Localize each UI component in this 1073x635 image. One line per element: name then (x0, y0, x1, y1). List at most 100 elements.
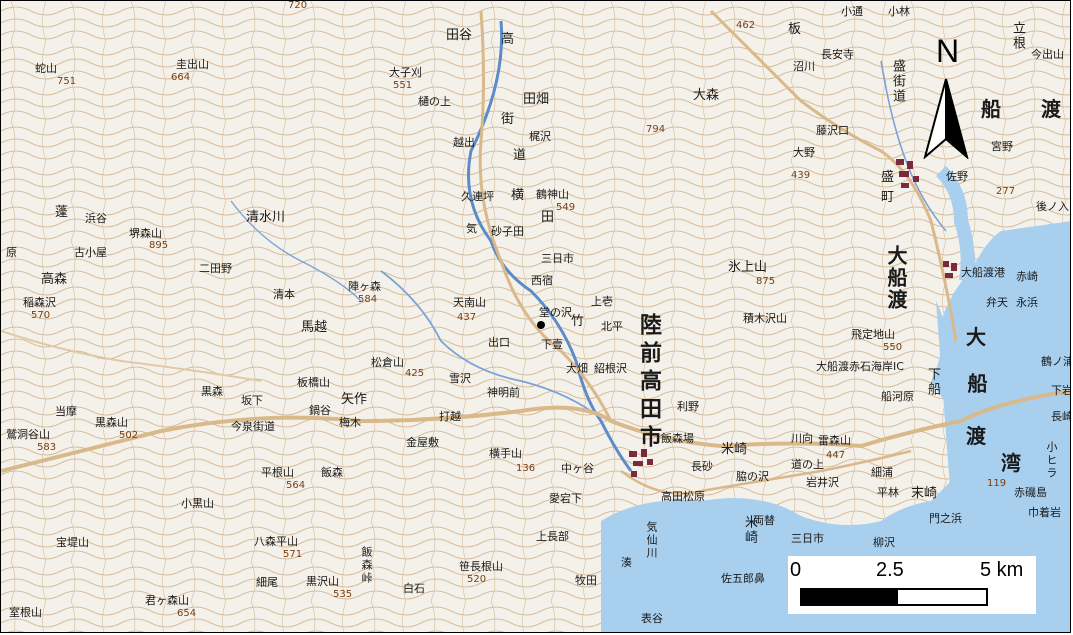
map-label: 今泉街道 (231, 420, 275, 433)
north-letter: N (936, 33, 960, 69)
map-label: 425 (405, 368, 425, 379)
map-label: 両替 (753, 514, 775, 527)
map-label: 550 (883, 342, 903, 353)
map-label: 樋の上 (418, 95, 451, 108)
map-label: 571 (283, 549, 303, 560)
map-label: 金屋敷 (406, 436, 439, 449)
map-label: 堂の沢 (539, 306, 572, 319)
map-label: 沼川 (793, 60, 815, 73)
map-label: 立根 (1010, 21, 1025, 51)
map-label: 気 (466, 222, 477, 235)
map-label: 板 (788, 22, 802, 37)
map-label: 下壹 (541, 338, 563, 351)
map-label: 664 (171, 72, 191, 83)
map-label: 道 (513, 148, 527, 163)
map-label: 鷲洞谷山 (6, 428, 50, 441)
urban-area-rikuzentakata (629, 449, 653, 477)
map-label: 飛定地山 (851, 328, 895, 341)
map-label: 895 (149, 240, 169, 251)
route-road-north-south (478, 10, 613, 422)
map-label: 下岩 (1051, 384, 1071, 397)
map-label: 馬越 (301, 320, 328, 335)
map-label: 439 (791, 170, 811, 181)
map-label: 平林 (877, 486, 899, 499)
urban-area-sakari (896, 159, 919, 188)
map-label: 462 (736, 20, 756, 31)
map-label: 陣ヶ森 (348, 280, 381, 293)
map-label: 巾着岩 (1028, 506, 1061, 519)
map-label: 119 (987, 478, 1007, 489)
map-label: 535 (333, 589, 353, 600)
map-label: 赤磯島 (1014, 486, 1047, 499)
map-label: 天南山 (453, 296, 486, 309)
map-label: 高 (501, 32, 515, 47)
city-hall-marker (537, 321, 545, 329)
scale-segment-white (896, 588, 988, 606)
map-label: 砂子田 (491, 225, 524, 238)
map-label: 小ヒラ (1045, 441, 1058, 480)
map-label: 飯森場 (661, 432, 694, 445)
map-label: 751 (57, 76, 77, 87)
map-label: 447 (826, 450, 846, 461)
map-label: 小林 (888, 5, 910, 18)
map-label: 柳沢 (873, 536, 895, 549)
map-label: 後ノ入 (1036, 200, 1069, 213)
map-label: 鍋谷 (309, 404, 331, 417)
map-label: 梅木 (339, 416, 361, 429)
map-label: 永浜 (1016, 296, 1038, 309)
map-label: 紹根沢 (594, 362, 627, 375)
map-label: 脇の沢 (736, 470, 769, 483)
map-label: 板橋山 (297, 376, 330, 389)
map-label: 道の上 (791, 458, 824, 471)
scale-tick-5km: 5 km (980, 559, 1024, 581)
map-label: 細浦 (871, 466, 893, 479)
map-label: 堺森山 (129, 227, 162, 240)
map-label: 佐野 (946, 170, 968, 183)
map-label: 街 (501, 112, 515, 127)
map-label: 当摩 (55, 405, 77, 418)
map-label: 門之浜 (929, 512, 962, 525)
map-label: 下船 (925, 367, 940, 397)
tributary-river-1 (380, 270, 592, 412)
map-label: 大船渡 (884, 245, 908, 311)
scale-bar: 0 2.5 5 km (788, 556, 1036, 614)
map-label: 中ヶ谷 (561, 462, 594, 475)
map-label: 坂下 (241, 394, 263, 407)
map-label: 湊 (621, 556, 632, 569)
map-label: 岩井沢 (806, 476, 839, 489)
map-label: 船 (964, 373, 988, 395)
map-label: 高田松原 (661, 490, 705, 503)
city-label-rikuzentakata: 陸前高田市 (636, 313, 661, 453)
map-label: 赤崎 (1016, 270, 1038, 283)
scale-tick-0: 0 (790, 559, 802, 581)
map-label: 鶴神山 (536, 188, 569, 201)
sakari-river (880, 60, 947, 232)
map-label: 圭出山 (176, 58, 209, 71)
map-label: 584 (358, 294, 378, 305)
map-label: 田 (541, 210, 555, 225)
map-label: 二田野 (199, 262, 232, 275)
map-label: 高森 (41, 272, 68, 287)
map-label: 502 (119, 430, 139, 441)
map-label: 船 (981, 97, 1001, 121)
map-label: 久連坪 (461, 190, 494, 203)
map-label: 気仙川 (645, 521, 658, 560)
map-label: 渡 (966, 424, 986, 448)
map-label: 大 (966, 325, 986, 349)
map-label: 川向 (791, 432, 813, 445)
map-label: 矢作 (341, 392, 368, 407)
map-label: 牧田 (575, 574, 597, 587)
map-label: 583 (37, 442, 57, 453)
map-label: 室根山 (9, 606, 42, 619)
map-label: 神明前 (487, 386, 520, 399)
map-label: 君ヶ森山 (145, 594, 189, 607)
map-label: 積木沢山 (743, 312, 787, 325)
map-label: 田谷 (446, 28, 473, 43)
tributary-river-2 (230, 200, 362, 302)
ofunato-bay (936, 301, 1070, 632)
map-label: 梶沢 (529, 130, 551, 143)
map-label: 氷上山 (728, 260, 768, 275)
map-label: 清本 (273, 288, 295, 301)
map-label: 大森 (693, 88, 720, 103)
